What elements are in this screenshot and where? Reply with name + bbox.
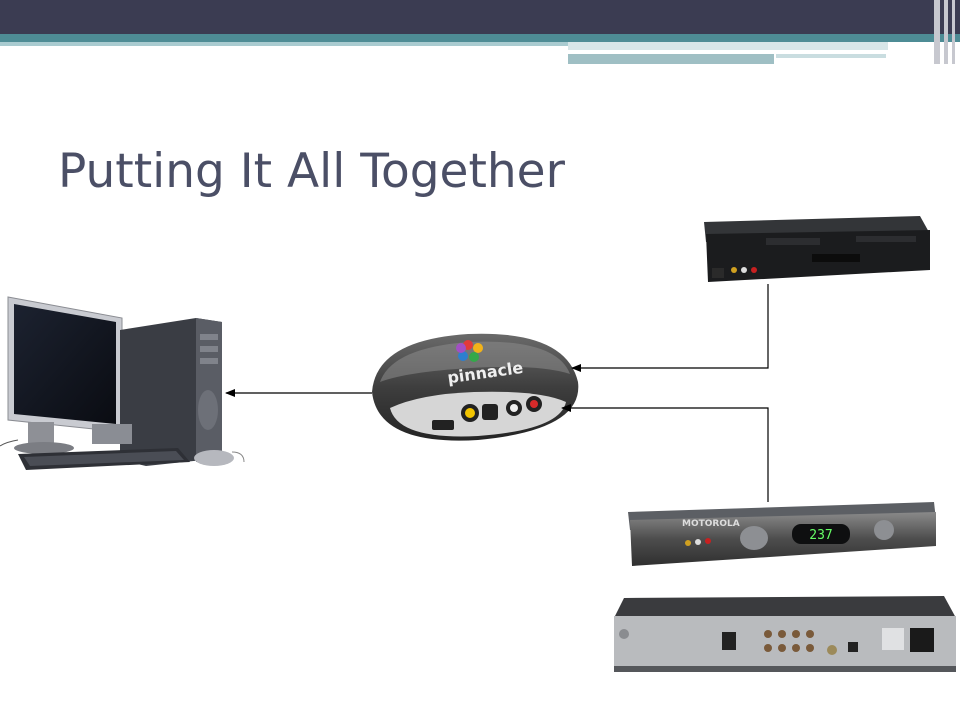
top-bar [0,0,960,34]
channel-number: 237 [809,528,832,543]
power-button-icon [874,520,894,540]
computer [0,296,245,470]
pinnacle-logo-icon [456,340,483,362]
corner-decoration [944,0,948,64]
corner-decoration [952,0,955,64]
accent-stripe [568,42,888,50]
capture-device: pinnacle [372,333,579,441]
dvd-vcr-player [704,216,930,282]
cable-box-front: MOTOROLA 237 [628,502,936,566]
channel-display [792,524,850,544]
accent-stripe [776,54,886,58]
accent-stripe [568,54,774,64]
dv-port-icon [432,420,454,430]
svideo-port-icon [482,404,498,420]
slide-title: Putting It All Together [58,144,565,199]
cable-box-brand-label: MOTOROLA [682,519,740,529]
cable-box-rear [614,596,956,672]
corner-decoration [934,0,940,64]
accent-stripe [0,34,960,42]
nav-dial-icon [740,526,768,550]
cable-to-capture-arrow [561,404,769,502]
connector-lines [225,284,769,502]
dvd-to-capture-arrow [571,284,769,372]
accent-stripe [0,42,568,46]
